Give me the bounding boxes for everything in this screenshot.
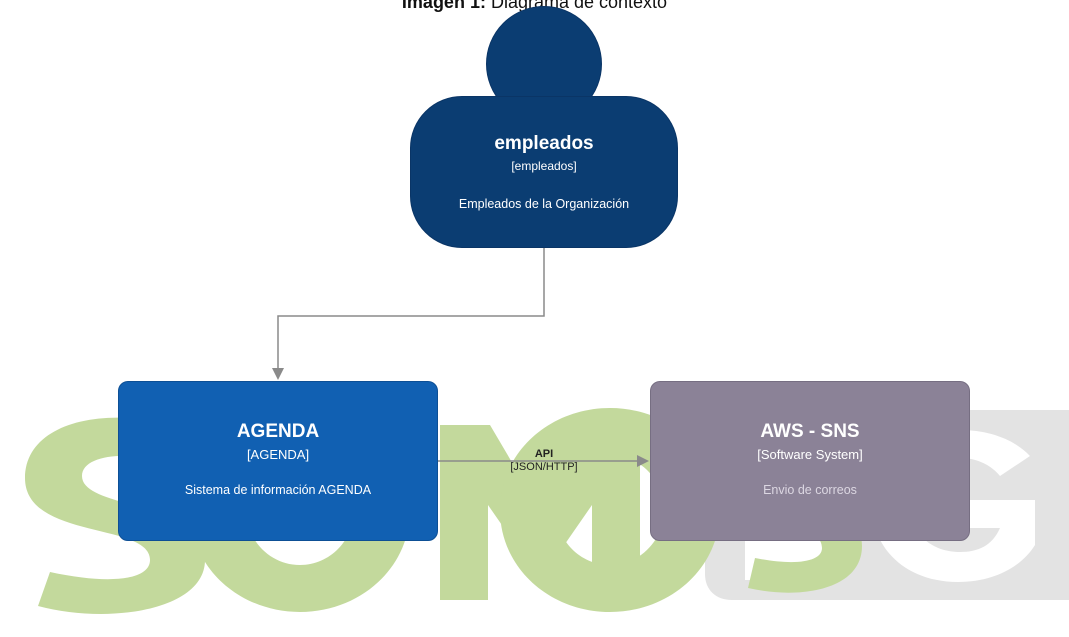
node-type: [empleados] <box>511 159 577 173</box>
edge-empleados-to-agenda <box>272 248 545 380</box>
node-title: empleados <box>494 133 594 154</box>
edge-label-text: API <box>534 448 554 460</box>
caption-label: Imagen 1: <box>401 0 486 12</box>
system-node-agenda[interactable]: AGENDA [AGENDA] Sistema de información A… <box>118 381 438 541</box>
node-type: [AGENDA] <box>246 447 310 462</box>
edge-label-api: API [JSON/HTTP] <box>484 448 604 474</box>
watermark-letter-s <box>25 417 205 614</box>
node-description: Envio de correos <box>763 483 857 497</box>
node-title: AGENDA <box>236 421 320 442</box>
person-node-empleados[interactable]: empleados [empleados] Empleados de la Or… <box>410 96 678 248</box>
edge-technology: [JSON/HTTP] <box>510 461 578 473</box>
system-node-aws-sns[interactable]: AWS - SNS [Software System] Envio de cor… <box>650 381 970 541</box>
node-type: [Software System] <box>757 447 863 462</box>
node-description: Sistema de información AGENDA <box>184 483 372 497</box>
node-description: Empleados de la Organización <box>458 197 630 211</box>
node-title: AWS - SNS <box>760 421 860 442</box>
